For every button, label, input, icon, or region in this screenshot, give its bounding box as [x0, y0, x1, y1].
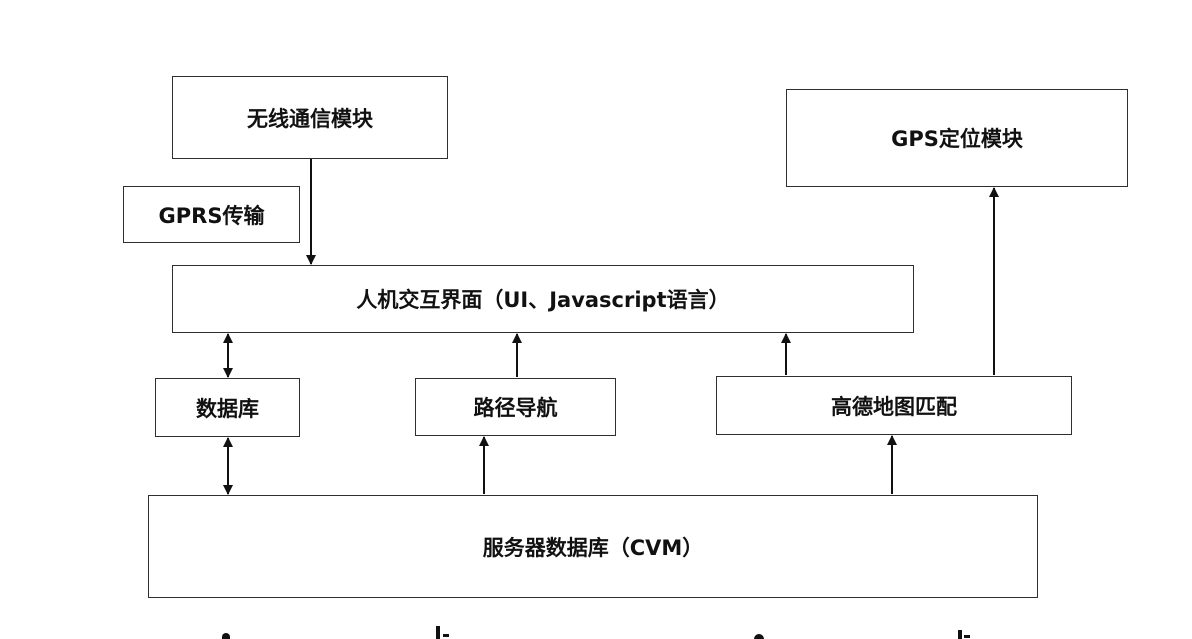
cropped-text-fragment-5	[958, 630, 962, 639]
node-ui-label: 人机交互界面（UI、Javascript语言）	[356, 288, 730, 312]
node-ui: 人机交互界面（UI、Javascript语言）	[172, 265, 914, 333]
node-gps-module-label: GPS定位模块	[891, 127, 1023, 151]
node-amap-label: 高德地图匹配	[831, 394, 957, 419]
node-database: 数据库	[155, 378, 300, 437]
cropped-text-fragment-1	[222, 633, 230, 639]
cropped-text-fragment-4	[754, 634, 764, 639]
node-gprs-transfer: GPRS传输	[123, 186, 300, 243]
node-server-db-label: 服务器数据库（CVM）	[482, 535, 704, 560]
node-amap: 高德地图匹配	[716, 376, 1072, 435]
node-database-label: 数据库	[196, 396, 259, 421]
node-gps-module: GPS定位模块	[786, 89, 1128, 187]
node-navigation-label: 路径导航	[473, 396, 558, 420]
node-gprs-transfer-label: GPRS传输	[158, 203, 265, 228]
node-wireless-module-label: 无线通信模块	[247, 106, 373, 131]
node-wireless-module: 无线通信模块	[172, 76, 448, 159]
node-server-db: 服务器数据库（CVM）	[148, 495, 1038, 598]
cropped-text-fragment-3	[443, 634, 449, 637]
cropped-text-fragment-6	[964, 635, 970, 638]
node-navigation: 路径导航	[415, 378, 616, 436]
cropped-text-fragment-2	[436, 626, 440, 639]
